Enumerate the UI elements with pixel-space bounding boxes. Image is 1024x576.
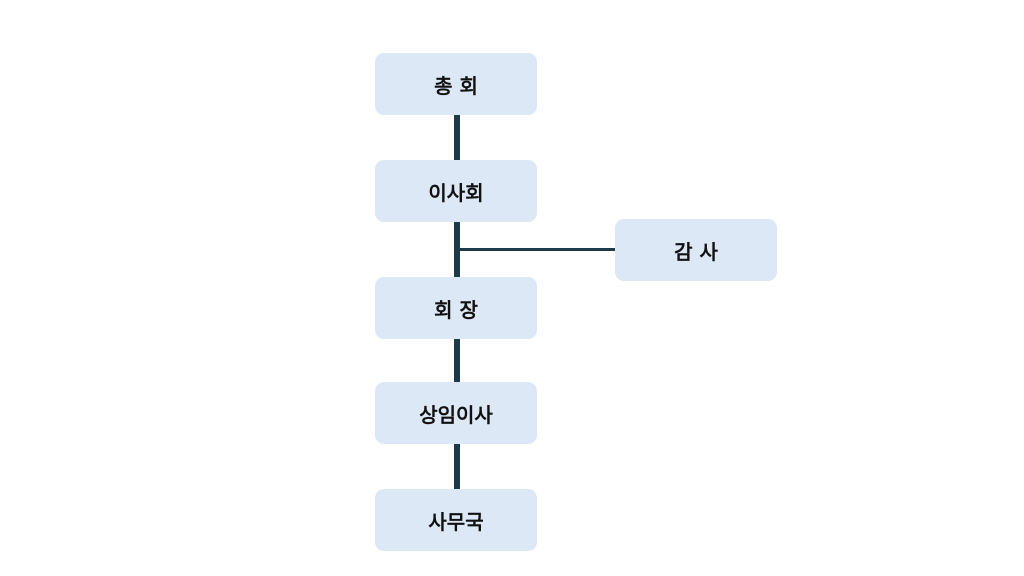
node-label: 사무국 <box>428 509 484 534</box>
node-label: 상임이사 <box>419 402 493 427</box>
node-label: 감 사 <box>674 239 718 264</box>
connector-auditor <box>457 248 615 251</box>
node-executive-director: 상임이사 <box>375 382 537 444</box>
node-label: 이사회 <box>428 180 484 205</box>
node-chairman: 회 장 <box>375 277 537 339</box>
node-auditor: 감 사 <box>615 219 777 281</box>
node-secretariat: 사무국 <box>375 489 537 551</box>
node-label: 총 회 <box>434 73 478 98</box>
connector-chairman-executive <box>454 338 460 384</box>
node-label: 회 장 <box>434 297 478 322</box>
connector-assembly-board <box>454 114 460 162</box>
node-board-of-directors: 이사회 <box>375 160 537 222</box>
node-general-assembly: 총 회 <box>375 53 537 115</box>
connector-executive-secretariat <box>454 443 460 491</box>
